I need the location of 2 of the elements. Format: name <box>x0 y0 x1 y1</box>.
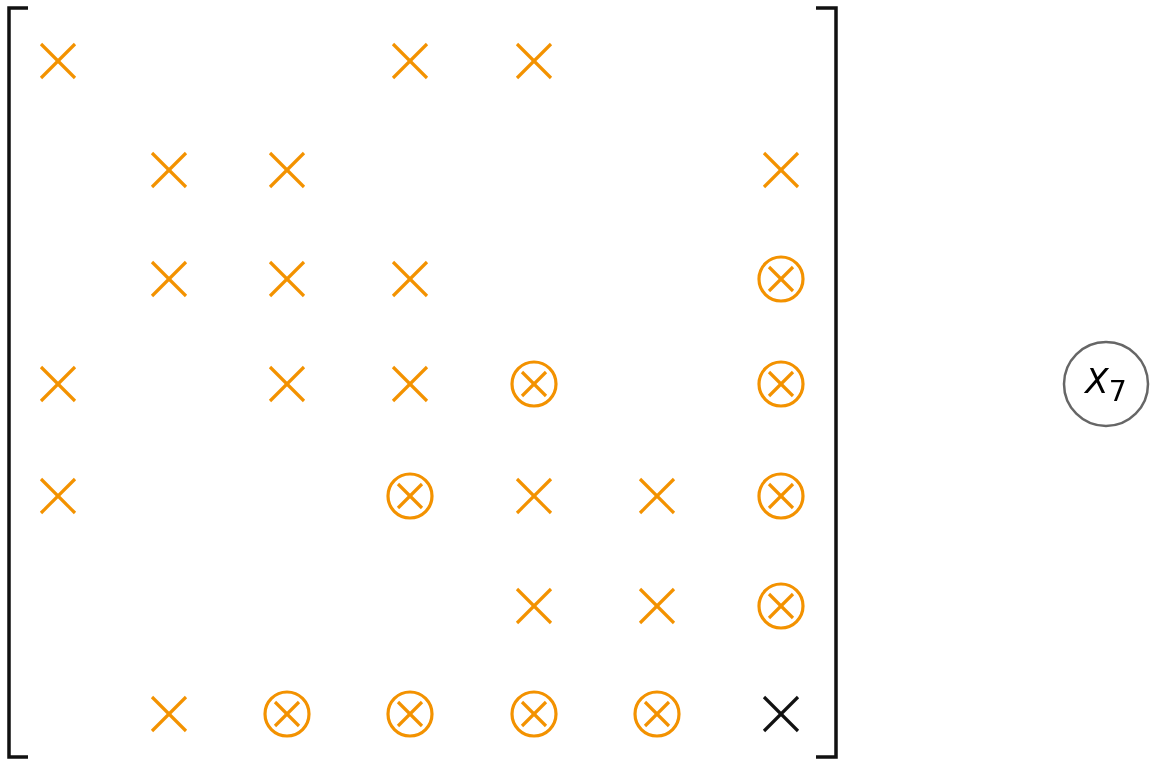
variable-node <box>1062 340 1150 428</box>
variable-label: X$_{7}$ <box>1085 360 1127 408</box>
